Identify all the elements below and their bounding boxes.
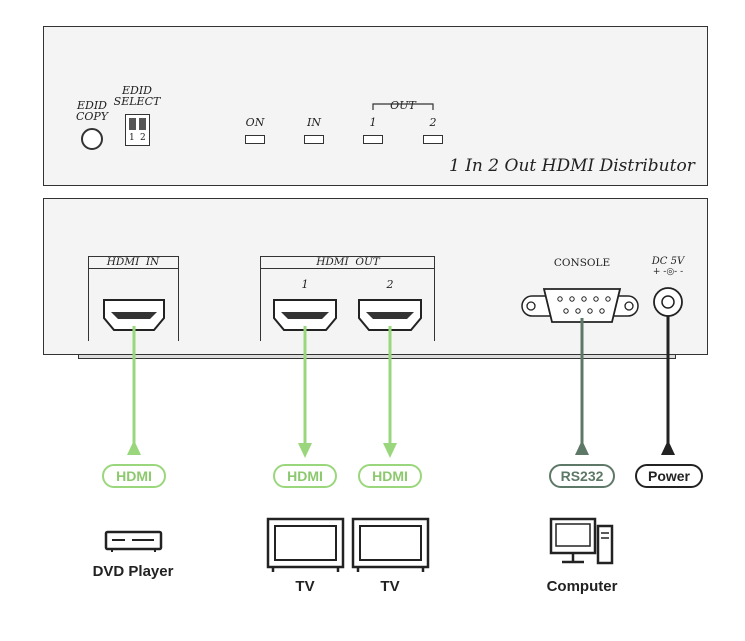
edid-copy-button[interactable] [81,128,103,150]
hdmi-out-1-port[interactable] [273,299,337,331]
led-in-indicator [304,135,324,144]
computer-label: Computer [546,578,618,595]
rs232-pill: RS232 [549,464,615,488]
tv2-hdmi-arrow [383,443,397,458]
edid-copy-label-line1: EDID [76,99,108,112]
led-out-1-label: 1 [369,116,377,129]
rear-panel-foot [78,355,676,359]
tv-1-icon [266,517,345,572]
computer-icon [549,517,614,565]
led-on-label: ON [245,116,265,129]
power-arrow [661,440,675,455]
led-out-1-indicator [363,135,383,144]
hdmi-out-group [260,256,435,341]
hdmi-in-port[interactable] [103,299,165,331]
dip-switch-toggle-1[interactable] [129,118,136,130]
led-out-2-label: 2 [429,116,437,129]
out-bracket [372,103,434,110]
dvd-hdmi-arrow [127,440,141,455]
hdmi-out-1-label: 1 [301,278,309,291]
dvd-player-label: DVD Player [92,563,174,580]
power-pill: Power [635,464,703,488]
rs232-arrow [575,440,589,455]
led-in-label: IN [307,116,321,129]
led-on-indicator [245,135,265,144]
hdmi-in-group [88,256,179,341]
hdmi-in-header-line [88,268,179,269]
front-panel [43,26,708,186]
hdmi-out-2-port[interactable] [358,299,422,331]
hdmi-out-label: HDMI OUT [316,256,380,268]
tv1-hdmi-arrow [298,443,312,458]
edid-select-label-line1: EDID [121,84,153,97]
hdmi-in-label: HDMI IN [106,256,160,268]
console-db9-port[interactable] [521,288,639,323]
hdmi-pill-dvd: HDMI [102,464,166,488]
console-label: CONSOLE [553,257,611,269]
polarity-label: + -◎- - [652,267,684,277]
tv-2-label: TV [380,578,400,595]
dip-switch-toggle-2[interactable] [139,118,146,130]
tv-1-label: TV [295,578,315,595]
out-group-label: OUT [387,99,419,112]
edid-copy-label-line2: COPY [75,110,109,123]
tv-2-icon [351,517,430,572]
dvd-player-icon [104,530,163,552]
dip-label-1: 1 [129,133,135,143]
dc-power-jack[interactable] [653,287,683,317]
hdmi-pill-tv2: HDMI [358,464,422,488]
hdmi-out-2-label: 2 [386,278,394,291]
dc-label: DC 5V [651,256,685,267]
hdmi-pill-tv1: HDMI [273,464,337,488]
dip-label-2: 2 [140,133,146,143]
hdmi-out-header-line [260,268,435,269]
product-title: 1 In 2 Out HDMI Distributor [449,156,695,176]
edid-select-label-line2: SELECT [113,95,161,108]
led-out-2-indicator [423,135,443,144]
edid-dip-switch[interactable]: 1 2 [125,114,150,146]
